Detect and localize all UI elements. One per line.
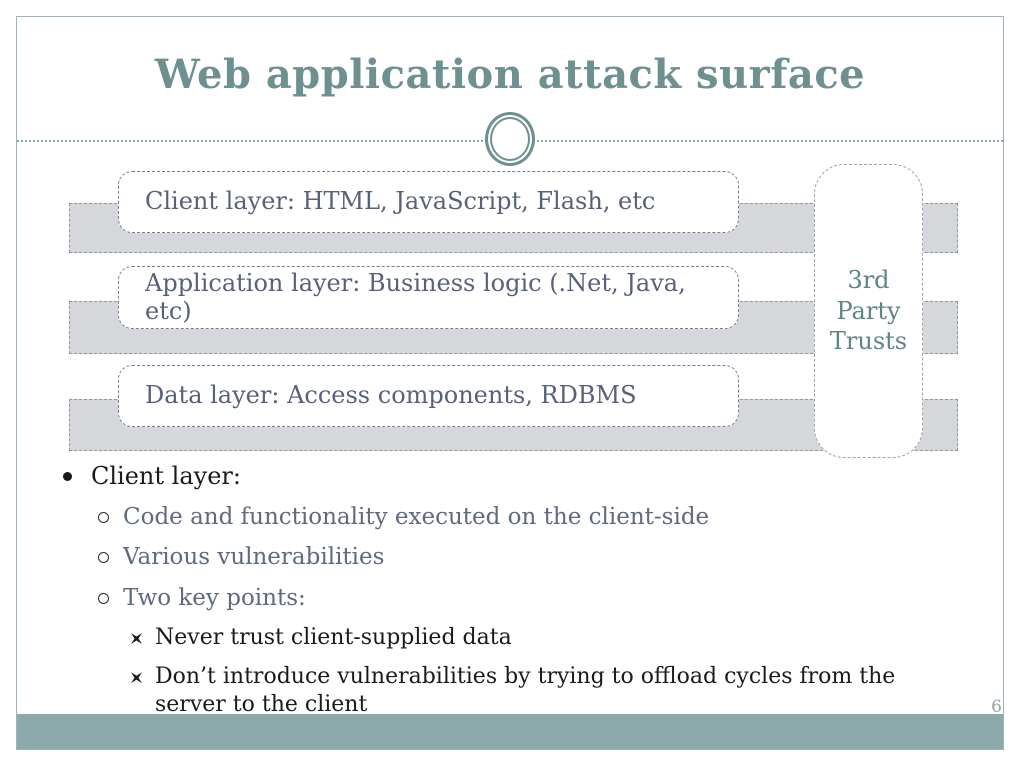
slide-title: Web application attack surface <box>154 51 866 98</box>
four-point-star-bullet-icon <box>131 633 142 645</box>
hollow-circle-bullet-icon <box>98 552 109 564</box>
list-item: Don’t introduce vulnerabilities by tryin… <box>17 663 983 719</box>
hollow-circle-bullet-icon <box>98 511 109 523</box>
bullet-list: Client layer: Code and functionality exe… <box>17 461 983 731</box>
list-item: Various vulnerabilities <box>17 543 983 572</box>
bullet-text: Two key points: <box>123 584 306 611</box>
bullet-text: Code and functionality executed on the c… <box>123 503 710 530</box>
bullet-text: Client layer: <box>91 462 241 490</box>
bullet-text: Never trust client-supplied data <box>155 625 512 651</box>
circle-ornament-icon <box>485 112 535 166</box>
third-party-trusts-box: 3rd Party Trusts <box>814 164 923 458</box>
footer-accent-bar <box>17 714 1003 749</box>
layer-box-client-label: Client layer: HTML, JavaScript, Flash, e… <box>145 187 656 216</box>
layer-box-application: Application layer: Business logic (.Net,… <box>118 266 739 329</box>
third-party-trusts-label: 3rd Party Trusts <box>829 265 908 356</box>
slide: Web application attack surface Client la… <box>16 16 1004 750</box>
list-item: Never trust client-supplied data <box>17 624 983 652</box>
page-number: 6 <box>991 697 1002 717</box>
layer-box-client: Client layer: HTML, JavaScript, Flash, e… <box>118 171 739 233</box>
layer-box-application-label: Application layer: Business logic (.Net,… <box>145 268 686 325</box>
four-point-star-bullet-icon <box>131 672 142 684</box>
filled-dot-bullet-icon <box>63 472 72 481</box>
bullet-text: Various vulnerabilities <box>123 544 385 571</box>
hollow-circle-bullet-icon <box>98 592 109 604</box>
layer-box-data: Data layer: Access components, RDBMS <box>118 365 739 427</box>
layer-box-data-label: Data layer: Access components, RDBMS <box>145 381 637 410</box>
list-item: Client layer: <box>17 461 983 492</box>
list-item: Code and functionality executed on the c… <box>17 503 983 532</box>
bullet-text: Don’t introduce vulnerabilities by tryin… <box>155 664 896 718</box>
list-item: Two key points: <box>17 584 983 613</box>
